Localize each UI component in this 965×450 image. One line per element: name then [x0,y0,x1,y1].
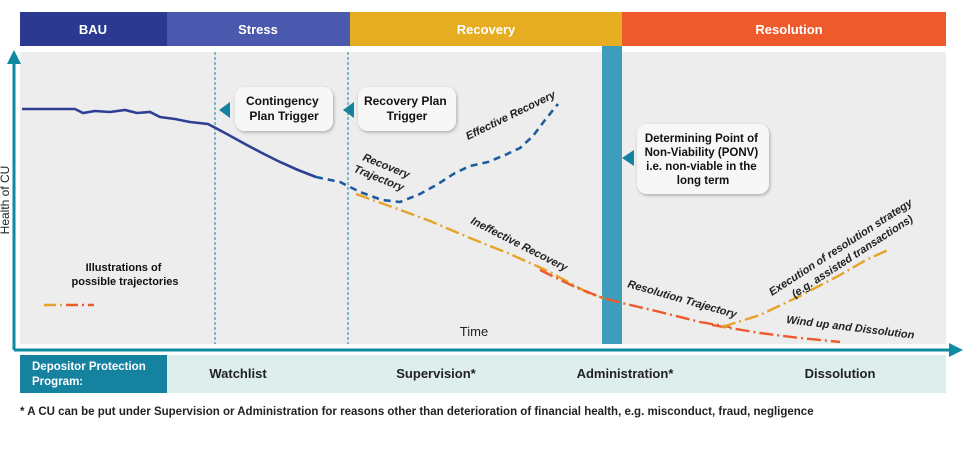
x-axis-arrow [949,343,963,357]
contingency-line-1: Contingency [246,94,319,108]
recovery-plan-box [358,87,456,131]
ponv-text: Determining Point of Non-Viability (PONV… [645,133,762,187]
phase-stress-band [167,12,350,46]
phase-resolution-band [622,12,946,46]
phase-bau-band [20,12,167,46]
wind-up-curve [711,323,841,344]
y-axis-arrow [7,50,21,64]
ponv-line-4: long term [677,175,729,187]
recovery-plan-pointer-icon [343,102,354,118]
administration-bar [602,46,622,344]
trajectories [22,103,889,344]
axes: Health of CU Time [0,50,963,357]
program-label-box [20,355,167,393]
x-axis-label: Time [460,324,488,339]
ponv-line-2: Non-Viability (PONV) [645,147,759,159]
stage-supervision: Supervision* [396,366,476,381]
program-label: Depositor Protection Program: [32,361,149,388]
stage-watchlist: Watchlist [209,366,267,381]
recovery-plan-callout: Recovery Plan Trigger [343,87,456,131]
recovery-plan-line-1: Recovery Plan [364,94,447,108]
phase-header: BAU Stress Recovery Resolution [20,12,946,46]
contingency-pointer-icon [219,102,230,118]
ponv-line-3: i.e. non-viable in the [646,161,757,173]
footnote: * A CU can be put under Supervision or A… [20,406,814,418]
trajectory-legend: Illustrations of possible trajectories [44,262,179,307]
legend-line-1: Illustrations of [86,262,162,274]
contingency-callout: Contingency Plan Trigger [219,87,333,131]
recovery-plan-text: Recovery Plan Trigger [364,94,450,123]
phase-resolution-label: Resolution [755,22,822,37]
contingency-text: Contingency Plan Trigger [246,94,322,123]
stage-dissolution: Dissolution [805,366,876,381]
ponv-line-1: Determining Point of [645,133,758,145]
ponv-pointer-icon [622,150,634,166]
ineffective-recovery-curve [355,192,604,300]
y-axis-label: Health of CU [0,166,12,235]
execution-curve [721,248,889,329]
program-stages-band [167,355,946,393]
bau-stress-curve [22,107,317,179]
ponv-callout: Determining Point of Non-Viability (PONV… [622,124,769,194]
contingency-line-2: Plan Trigger [249,109,319,123]
program-label-line-1: Depositor Protection [32,361,146,373]
program-bar: Depositor Protection Program: Watchlist … [20,355,946,393]
phase-recovery-label: Recovery [457,22,516,37]
phase-bau-label: BAU [79,22,107,37]
legend-line-2: possible trajectories [72,276,179,288]
ponv-box [637,124,769,194]
phase-stress-label: Stress [238,22,278,37]
recovery-plan-line-2: Trigger [387,109,428,123]
program-label-line-2: Program: [32,376,83,388]
legend-text: Illustrations of possible trajectories [72,262,179,288]
stage-administration: Administration* [577,366,675,381]
resolution-trajectory-curve [539,268,731,329]
phase-recovery-band [350,12,622,46]
recovery-trajectory-curve [315,103,560,204]
chart-panel [20,52,946,344]
contingency-box [235,87,333,131]
